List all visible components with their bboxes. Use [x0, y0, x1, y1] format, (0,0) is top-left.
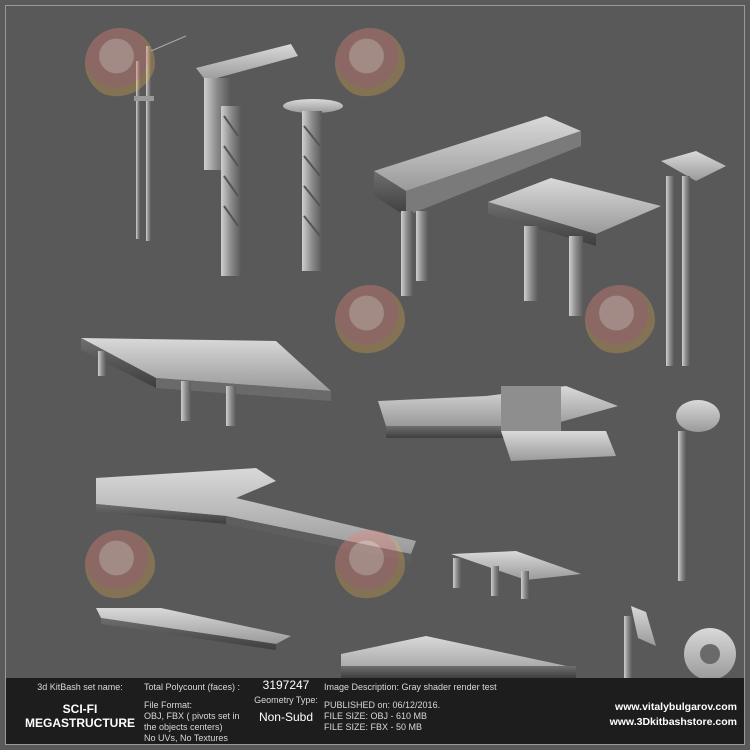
website-link-2[interactable]: www.3Dkitbashstore.com — [609, 716, 737, 728]
dish-tower-model — [661, 151, 726, 366]
file-format-line-1: OBJ, FBX ( pivots set in — [144, 711, 240, 721]
round-disc-model — [684, 628, 736, 678]
satellite-dish-model — [676, 400, 720, 581]
info-bar: 3d KitBash set name: SCI-FI MEGASTRUCTUR… — [6, 678, 744, 744]
flat-bar-platform-model — [96, 608, 291, 650]
polycount-format-block: Total Polycount (faces) : File Format: O… — [144, 682, 254, 744]
pillar-platform-model-1 — [196, 44, 298, 276]
set-name-label: 3d KitBash set name: — [37, 682, 123, 692]
twin-leg-platform-model — [488, 178, 661, 316]
watermark-logo — [85, 28, 155, 98]
set-name-line-2: MEGASTRUCTURE — [25, 716, 135, 730]
double-platform-model — [378, 386, 618, 461]
polycount-value: 3197247 — [262, 678, 310, 692]
file-size-fbx: FILE SIZE: FBX - 50 MB — [324, 722, 423, 732]
antenna-tower-model — [134, 35, 187, 241]
geometry-type-label: Geometry Type: — [254, 695, 318, 705]
file-format-label: File Format: — [144, 700, 193, 710]
polycount-geometry-block: 3197247 Geometry Type: Non-Subd — [251, 678, 321, 724]
file-format-line-2: the objects centers) — [144, 722, 223, 732]
published-date: PUBLISHED on: 06/12/2016. — [324, 700, 441, 710]
website-link-1[interactable]: www.vitalybulgarov.com — [615, 701, 737, 713]
pillar-platform-model-2 — [283, 99, 343, 271]
geometry-type-value: Non-Subd — [258, 710, 314, 724]
wide-platform-model — [81, 338, 331, 426]
links-block: www.vitalybulgarov.com www.3Dkitbashstor… — [591, 700, 737, 730]
watermark-logo — [335, 285, 405, 355]
file-format-line-3: No UVs, No Textures — [144, 733, 228, 743]
publish-info-block: Image Description: Gray shader render te… — [324, 682, 594, 733]
image-description: Image Description: Gray shader render te… — [324, 682, 497, 692]
small-antenna-model — [624, 606, 656, 678]
watermark-logo — [85, 530, 155, 600]
set-name-block: 3d KitBash set name: SCI-FI MEGASTRUCTUR… — [20, 682, 140, 730]
watermark-logo — [335, 28, 405, 98]
render-canvas — [81, 35, 736, 678]
truss-platform-model — [374, 116, 581, 296]
bottom-platform-model — [341, 636, 576, 678]
polycount-label: Total Polycount (faces) : — [144, 682, 241, 692]
watermark-logo — [335, 530, 405, 600]
file-size-obj: FILE SIZE: OBJ - 610 MB — [324, 711, 428, 721]
long-walkway-model — [96, 468, 416, 562]
set-name-line-1: SCI-FI — [62, 702, 98, 716]
watermark-logo — [585, 285, 655, 355]
small-bracket-platform-model — [451, 551, 581, 599]
